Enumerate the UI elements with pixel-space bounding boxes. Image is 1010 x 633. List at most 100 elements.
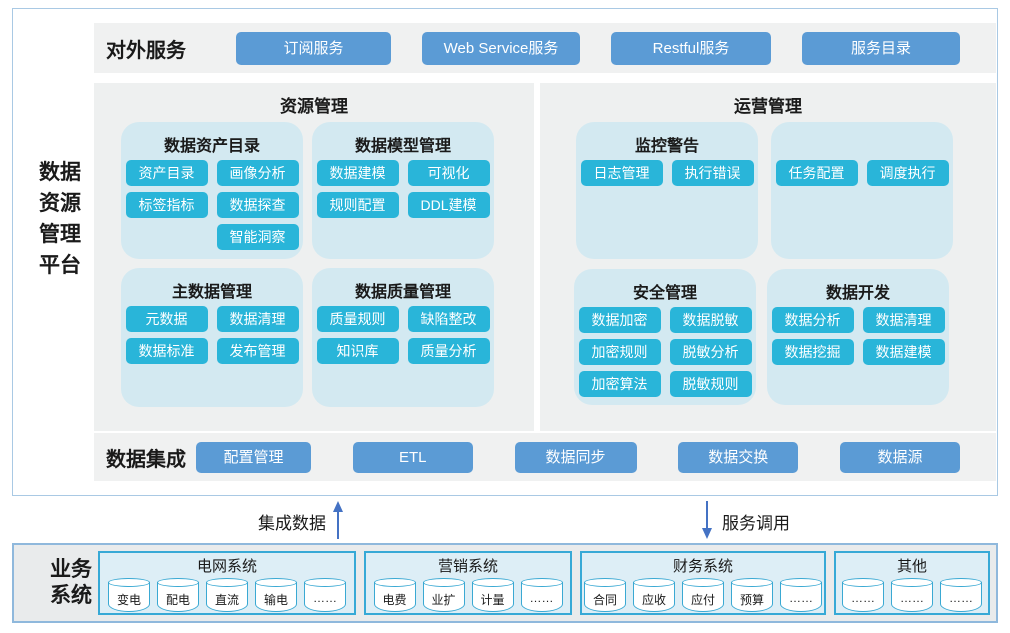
feature-button[interactable]: 任务配置 (775, 160, 858, 186)
database-cylinder: …… (520, 578, 563, 612)
data-integration-label: 数据集成 (106, 448, 186, 471)
feature-button[interactable]: 质量分析 (407, 338, 490, 364)
feature-button[interactable]: 标签指标 (125, 192, 208, 218)
feature-button[interactable]: 知识库 (316, 338, 399, 364)
feature-button[interactable]: 数据建模 (316, 160, 399, 186)
database-cylinder: 预算 (731, 578, 773, 612)
feature-button[interactable]: 数据加密 (578, 307, 661, 333)
business-label-line: 业务 (50, 558, 92, 581)
external-service-button[interactable]: 服务目录 (802, 31, 960, 65)
group-buttons: 数据加密 数据脱敏 加密规则 脱敏分析 加密算法 脱敏规则 (574, 307, 756, 397)
feature-button[interactable]: 数据挖掘 (771, 339, 854, 365)
cylinder-top (731, 578, 773, 587)
cylinder-body (780, 582, 822, 612)
cylinder-top (471, 578, 514, 587)
flow-label-integrate-data: 集成数据 (258, 514, 326, 533)
feature-button[interactable]: 数据清理 (216, 306, 299, 332)
feature-button[interactable]: 执行错误 (671, 160, 754, 186)
integration-button[interactable]: ETL (352, 441, 473, 473)
feature-button[interactable]: 调度执行 (866, 160, 949, 186)
integration-button[interactable]: 数据交换 (678, 441, 799, 473)
data-integration-bar: 数据集成 配置管理 ETL 数据同步 数据交换 数据源 (94, 433, 996, 481)
system-title: 营销系统 (437, 558, 498, 575)
cylinder-top (891, 578, 933, 587)
group-title (771, 122, 953, 155)
feature-button[interactable]: 元数据 (125, 306, 208, 332)
feature-button[interactable]: 质量规则 (316, 306, 399, 332)
feature-button[interactable]: 加密规则 (578, 339, 661, 365)
feature-button[interactable]: 发布管理 (216, 338, 299, 364)
cylinder-body (731, 582, 773, 612)
feature-button[interactable]: 数据脱敏 (669, 307, 752, 333)
cylinder-row: 变电 配电 直流 输电 …… (100, 578, 354, 612)
database-cylinder: 配电 (157, 578, 199, 612)
cylinder-top (373, 578, 416, 587)
cylinder-label: …… (529, 591, 554, 605)
integration-button[interactable]: 数据源 (840, 441, 960, 473)
system-title: 财务系统 (672, 558, 733, 575)
feature-button[interactable]: 可视化 (407, 160, 490, 186)
database-cylinder: 应付 (682, 578, 724, 612)
cylinder-top (682, 578, 724, 587)
feature-button[interactable]: 日志管理 (580, 160, 663, 186)
feature-button[interactable]: DDL建模 (407, 192, 490, 218)
feature-button[interactable]: 数据分析 (771, 307, 854, 333)
group-buttons: 数据分析 数据清理 数据挖掘 数据建模 (767, 307, 949, 365)
cylinder-label: 合同 (592, 593, 617, 607)
cylinder-label: …… (789, 591, 813, 605)
feature-button[interactable]: 智能洞察 (216, 224, 299, 250)
cylinder-label: 预算 (739, 593, 764, 607)
resource-panel-title: 资源管理 (280, 97, 348, 116)
cylinder-top (108, 578, 150, 587)
cylinder-top (842, 578, 884, 587)
group-title: 监控警告 (634, 138, 699, 155)
integration-button[interactable]: 配置管理 (196, 441, 311, 473)
external-service-button[interactable]: Web Service服务 (422, 31, 580, 65)
group-buttons: 元数据 数据清理 数据标准 发布管理 (121, 306, 303, 364)
cylinder-label: 应付 (690, 593, 715, 607)
database-cylinder: 合同 (584, 578, 626, 612)
integration-button[interactable]: 数据同步 (514, 441, 637, 473)
feature-button[interactable]: 数据探查 (216, 192, 299, 218)
feature-button[interactable]: 画像分析 (216, 160, 299, 186)
cylinder-top (304, 578, 346, 587)
cylinder-top (255, 578, 297, 587)
cylinder-row: 电费 业扩 计量 …… (366, 578, 570, 612)
feature-button[interactable]: 脱敏规则 (669, 371, 752, 397)
cylinder-body (682, 582, 724, 612)
feature-button[interactable]: 数据清理 (862, 307, 945, 333)
cylinder-label: 输电 (263, 593, 288, 607)
group-buttons: 任务配置 调度执行 (771, 160, 953, 186)
feature-button[interactable]: 加密算法 (578, 371, 661, 397)
cylinder-body (584, 582, 626, 612)
group-data-development: 数据开发 数据分析 数据清理 数据挖掘 数据建模 (767, 269, 949, 405)
cylinder-body (422, 582, 465, 612)
feature-button[interactable]: 资产目录 (125, 160, 208, 186)
database-cylinder: 应收 (633, 578, 675, 612)
cylinder-body (157, 582, 199, 612)
feature-button[interactable]: 缺陷整改 (407, 306, 490, 332)
group-title: 数据模型管理 (354, 138, 451, 155)
feature-button[interactable]: 数据标准 (125, 338, 208, 364)
database-cylinder: 业扩 (422, 578, 465, 612)
group-data-asset-catalog: 数据资产目录 资产目录 画像分析 标签指标 数据探查 智能洞察 (121, 122, 303, 259)
integration-buttons: 配置管理 ETL 数据同步 数据交换 数据源 (196, 441, 960, 473)
database-cylinder: …… (940, 578, 982, 612)
group-monitor-alert: 监控警告 日志管理 执行错误 (576, 122, 758, 259)
database-cylinder: …… (304, 578, 346, 612)
external-service-button[interactable]: 订阅服务 (236, 31, 391, 65)
database-cylinder: …… (842, 578, 884, 612)
external-service-button[interactable]: Restful服务 (611, 31, 771, 65)
cylinder-label: 应收 (641, 593, 666, 607)
group-buttons: 数据建模 可视化 规则配置 DDL建模 (312, 160, 494, 218)
feature-button[interactable]: 脱敏分析 (669, 339, 752, 365)
feature-button[interactable]: 规则配置 (316, 192, 399, 218)
group-title: 数据质量管理 (354, 284, 451, 301)
cylinder-label: …… (900, 591, 924, 605)
cylinder-top (780, 578, 822, 587)
cylinder-label: 计量 (480, 593, 505, 607)
cylinder-top (520, 578, 563, 587)
cylinder-label: 配电 (165, 593, 190, 607)
feature-button[interactable]: 数据建模 (862, 339, 945, 365)
